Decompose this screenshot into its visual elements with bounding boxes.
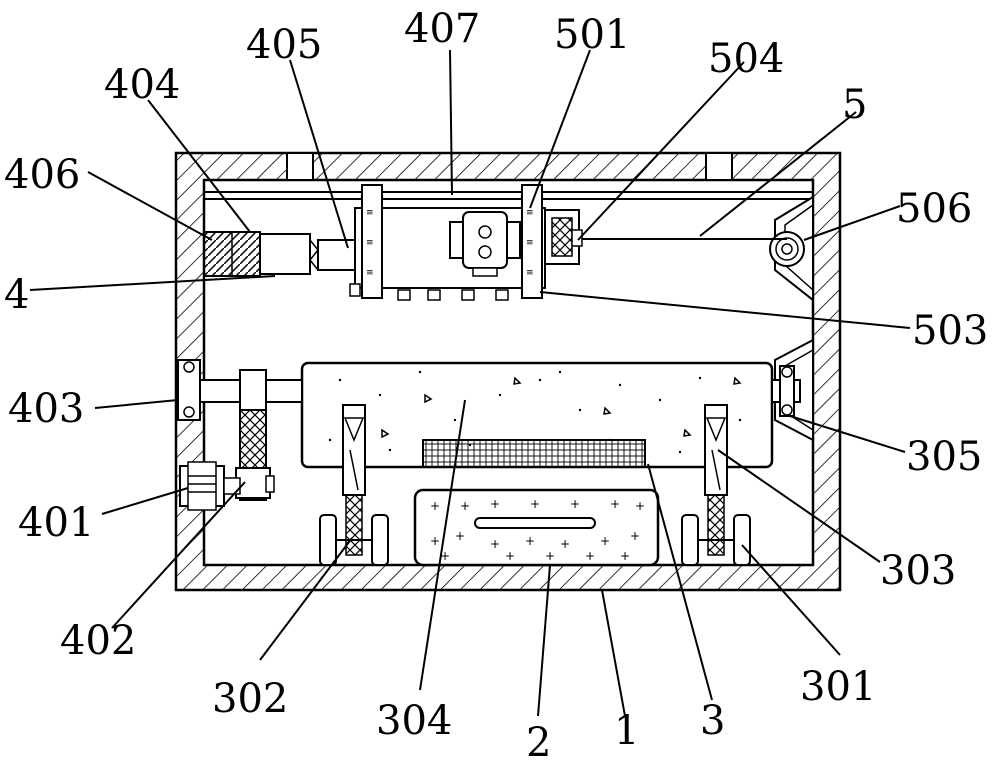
label-303: 303 bbox=[880, 548, 956, 594]
svg-text:+: + bbox=[545, 549, 555, 563]
label-304: 304 bbox=[376, 698, 452, 744]
svg-text:≡: ≡ bbox=[526, 268, 534, 278]
svg-text:+: + bbox=[620, 549, 630, 563]
label-3: 3 bbox=[700, 698, 725, 744]
label-503: 503 bbox=[912, 308, 988, 354]
svg-text:+: + bbox=[530, 497, 540, 511]
clamp-left-303 bbox=[343, 405, 365, 555]
svg-text:+: + bbox=[490, 497, 500, 511]
label-501: 501 bbox=[554, 12, 630, 58]
pulley-506 bbox=[770, 232, 804, 266]
spring-406 bbox=[204, 232, 260, 276]
svg-text:+: + bbox=[430, 499, 440, 513]
svg-text:+: + bbox=[505, 549, 515, 563]
label-4: 4 bbox=[4, 272, 29, 318]
svg-text:+: + bbox=[630, 529, 640, 543]
label-403: 403 bbox=[8, 386, 84, 432]
motor-401 bbox=[180, 462, 240, 510]
label-305: 305 bbox=[906, 434, 982, 480]
svg-text:≡: ≡ bbox=[526, 208, 534, 218]
clamp-right-303 bbox=[705, 405, 727, 555]
label-5: 5 bbox=[842, 82, 867, 128]
svg-text:≡: ≡ bbox=[366, 268, 374, 278]
label-301: 301 bbox=[800, 664, 876, 710]
svg-text:+: + bbox=[570, 497, 580, 511]
label-504: 504 bbox=[708, 36, 784, 82]
tray-2: +++ ++++ ++++ +++ +++++ bbox=[415, 490, 658, 565]
svg-text:+: + bbox=[490, 537, 500, 551]
label-506: 506 bbox=[896, 186, 972, 232]
svg-text:+: + bbox=[455, 529, 465, 543]
svg-text:≡: ≡ bbox=[526, 238, 534, 248]
label-302: 302 bbox=[212, 676, 288, 722]
label-404: 404 bbox=[104, 62, 180, 108]
svg-text:+: + bbox=[460, 499, 470, 513]
label-405: 405 bbox=[246, 22, 322, 68]
label-2: 2 bbox=[526, 720, 551, 762]
svg-text:+: + bbox=[600, 534, 610, 548]
top-rail bbox=[204, 192, 813, 199]
svg-text:≡: ≡ bbox=[366, 208, 374, 218]
label-407: 407 bbox=[404, 6, 480, 52]
svg-text:+: + bbox=[610, 497, 620, 511]
svg-text:+: + bbox=[525, 534, 535, 548]
carriage-501: ≡ ≡ ≡ ≡ ≡ ≡ bbox=[350, 185, 582, 300]
label-1: 1 bbox=[614, 708, 639, 754]
svg-text:+: + bbox=[560, 537, 570, 551]
label-406: 406 bbox=[4, 152, 80, 198]
svg-text:+: + bbox=[430, 534, 440, 548]
svg-text:≡: ≡ bbox=[366, 238, 374, 248]
svg-text:+: + bbox=[635, 499, 645, 513]
label-402: 402 bbox=[60, 618, 136, 664]
svg-text:+: + bbox=[585, 549, 595, 563]
label-401: 401 bbox=[18, 500, 94, 546]
